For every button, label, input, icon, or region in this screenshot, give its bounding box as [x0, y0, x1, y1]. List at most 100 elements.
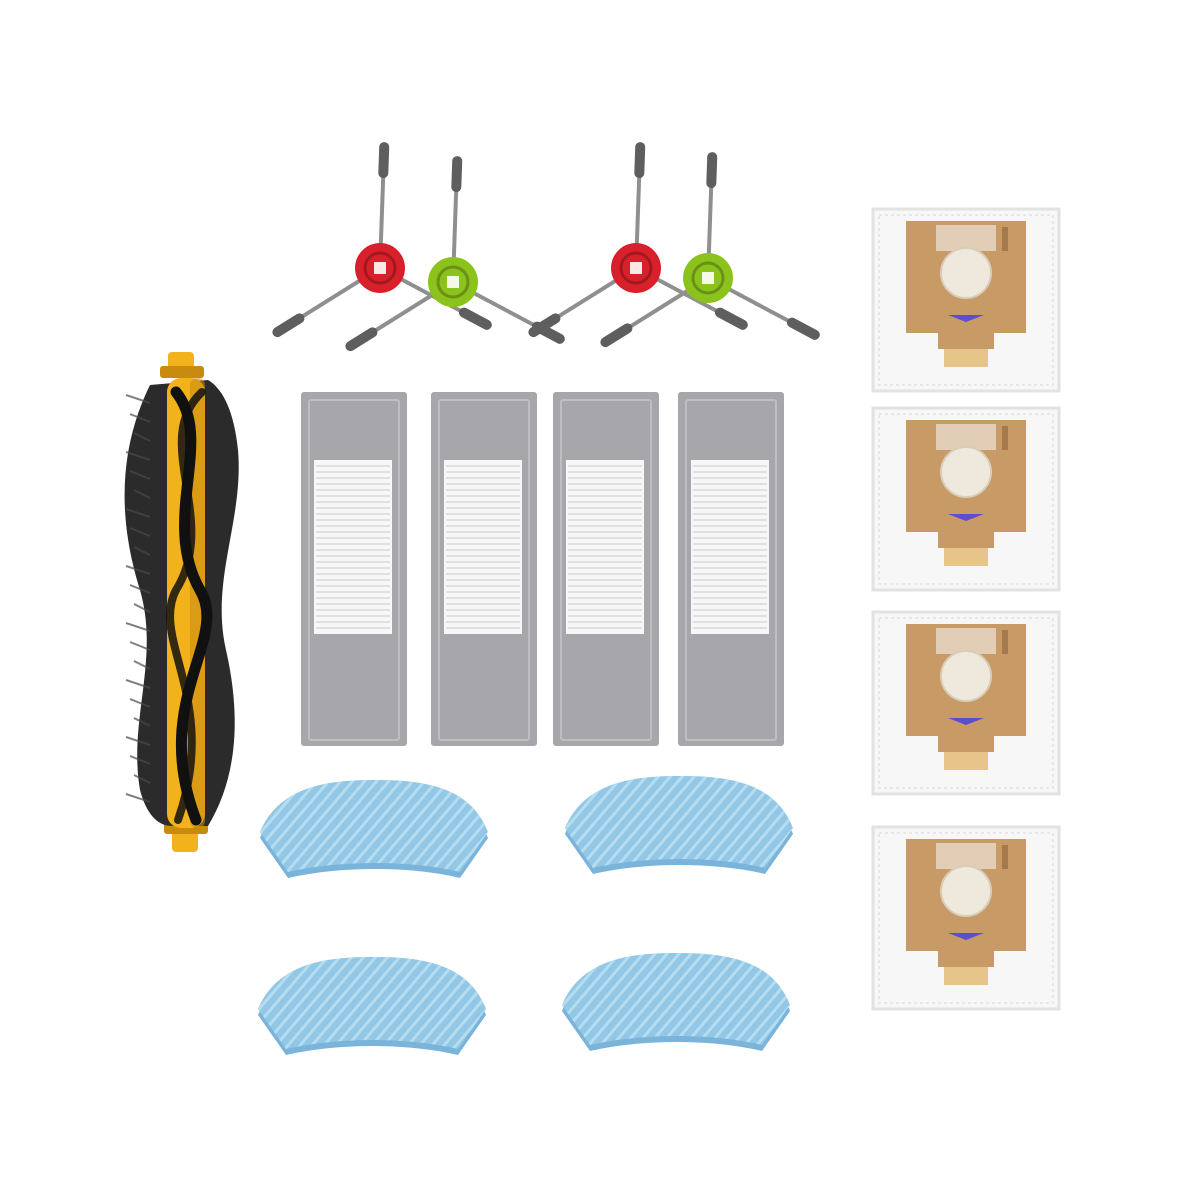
- mop-pad-stripe: [276, 957, 370, 1049]
- mop-pad-stripe: [565, 776, 629, 868]
- filter-media: [444, 460, 522, 634]
- side-brush-bristle-tuft: [706, 152, 718, 189]
- dust-bag-mesh-edge: [878, 413, 1054, 585]
- dust-bag-arrow: [948, 718, 984, 725]
- mop-pad-stripe: [258, 957, 334, 1049]
- filter-media: [314, 460, 392, 634]
- mop-pad-stripe: [568, 953, 662, 1045]
- bristle-strand: [125, 565, 151, 575]
- bristle-strand: [129, 755, 151, 765]
- mop-pad-stripe: [655, 776, 749, 868]
- bristle-strand: [133, 717, 151, 727]
- filter-frame-lip: [685, 399, 777, 741]
- dust-bag-slot: [936, 843, 996, 869]
- dust-bag-slot: [936, 424, 996, 450]
- hepa-filters-group: [301, 392, 784, 746]
- dust-bag: [871, 610, 1061, 796]
- bristle-strand: [133, 603, 151, 613]
- filter-frame-lip: [560, 399, 652, 741]
- dust-bag-notch: [1002, 227, 1008, 251]
- mop-pad-stripe: [432, 957, 486, 1049]
- bristle-strand: [133, 489, 151, 499]
- filter-pleats: [446, 465, 520, 629]
- side-brush-bristle-tuft: [634, 142, 646, 179]
- dust-bag-slot: [936, 628, 996, 654]
- dust-bag-slot: [936, 225, 996, 251]
- mop-pad-stripe: [348, 957, 442, 1049]
- mop-pad-stripe: [362, 780, 456, 872]
- mop-pad-stripe: [434, 780, 488, 872]
- side-brush-bristle-tuft: [378, 142, 390, 179]
- mop-pad-stripe: [565, 776, 641, 868]
- mop-pad-stripe: [312, 957, 406, 1049]
- dust-bag-inlet-ring: [940, 446, 992, 498]
- dust-bag-seal-strip: [944, 349, 988, 367]
- mop-pad-stripe: [374, 780, 468, 872]
- mop-pad-stripe: [628, 953, 722, 1045]
- hepa-filter: [553, 392, 659, 746]
- mop-pad-stripe: [288, 957, 382, 1049]
- bristle-strand: [133, 774, 151, 784]
- dust-bag-inlet: [941, 866, 991, 916]
- dust-bag-inlet-ring: [940, 247, 992, 299]
- side-brush-bristle-tuft: [272, 313, 305, 338]
- mop-pad-stripe: [664, 953, 758, 1045]
- bristle-strand: [125, 451, 151, 461]
- dust-bag-seal-strip: [944, 752, 988, 770]
- hepa-filter: [301, 392, 407, 746]
- dust-bag-inlet: [941, 447, 991, 497]
- dust-bag-notch: [1002, 426, 1008, 450]
- mop-pad-stripe: [350, 780, 444, 872]
- dust-bag-seal-strip: [944, 548, 988, 566]
- side-brush-hub-socket: [702, 272, 714, 284]
- side-brush-bristle-tuft: [345, 327, 378, 352]
- mop-pad-stripe: [616, 953, 710, 1045]
- mop-pad-stripe: [266, 780, 360, 872]
- mop-pad-stripe: [583, 776, 677, 868]
- main-roller-brush: [124, 352, 239, 852]
- mop-pad-stripe: [446, 780, 488, 872]
- dust-bag-mesh-edge: [878, 832, 1054, 1004]
- mop-pad-stripe: [300, 957, 394, 1049]
- mop-pad-stripe: [336, 957, 430, 1049]
- mop-pad-stripe: [314, 780, 408, 872]
- mop-pad-stripe: [338, 780, 432, 872]
- mop-pad-stripe: [736, 953, 790, 1045]
- mop-pad-stripe: [260, 780, 324, 872]
- mop-pad-stripe: [739, 776, 793, 868]
- bristle-strand: [133, 660, 151, 670]
- filter-pleats: [693, 465, 767, 629]
- mop-pad-stripe: [640, 953, 734, 1045]
- dust-bag: [871, 406, 1061, 592]
- side-brush-bristle-tuft: [451, 156, 463, 193]
- bristle-strand: [129, 584, 151, 594]
- dust-bags-group: [871, 207, 1061, 1011]
- mop-pad-stripe: [592, 953, 686, 1045]
- mop-pad-stripe: [724, 953, 790, 1045]
- filter-frame-lip: [308, 399, 400, 741]
- dust-bag-seal-strip: [944, 967, 988, 985]
- mop-pad-stripe: [679, 776, 773, 868]
- mop-pad-stripe: [562, 953, 638, 1045]
- mop-pad-stripe: [562, 953, 626, 1045]
- dust-bag: [871, 825, 1061, 1011]
- mop-pad-stripe: [264, 957, 358, 1049]
- brush-rubber-blade-back: [166, 388, 206, 824]
- bristle-strand: [125, 679, 151, 689]
- dust-bag-notch: [1002, 845, 1008, 869]
- bristle-strand: [125, 508, 151, 518]
- bristle-strand: [125, 394, 151, 404]
- dust-bag-notch: [1002, 630, 1008, 654]
- dust-bag-arrow: [948, 514, 984, 521]
- mop-pad-stripe: [604, 953, 698, 1045]
- bristle-strand: [129, 413, 151, 423]
- bristle-strand: [125, 622, 151, 632]
- side-brush-bristle-tuft: [528, 313, 561, 338]
- dust-bag-inlet-ring: [940, 650, 992, 702]
- mop-pad-stripe: [607, 776, 701, 868]
- mop-pad-stripe: [619, 776, 713, 868]
- mop-pad-stripe: [727, 776, 793, 868]
- side-brush-hub-socket: [630, 262, 642, 274]
- bristle-strand: [133, 432, 151, 442]
- hepa-filter: [678, 392, 784, 746]
